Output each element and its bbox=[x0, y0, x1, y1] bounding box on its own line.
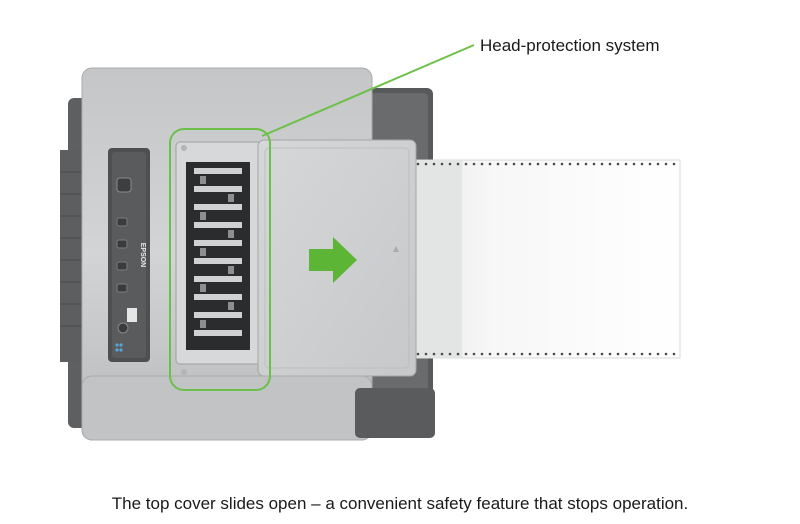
sprocket-hole bbox=[656, 352, 660, 356]
printer-front-edge bbox=[81, 375, 373, 441]
sprocket-hole bbox=[576, 162, 580, 166]
continuous-paper bbox=[411, 159, 681, 359]
sprocket-hole bbox=[416, 162, 420, 166]
sprocket-hole bbox=[648, 162, 652, 166]
sprocket-hole bbox=[632, 352, 636, 356]
sprocket-hole bbox=[616, 162, 620, 166]
sprocket-hole bbox=[560, 352, 564, 356]
sprocket-hole bbox=[480, 162, 484, 166]
sprocket-hole bbox=[528, 352, 532, 356]
sprocket-hole bbox=[456, 352, 460, 356]
sprocket-hole bbox=[424, 162, 428, 166]
sprocket-hole bbox=[416, 352, 420, 356]
warning-triangle-icon bbox=[393, 246, 399, 252]
sprocket-hole bbox=[632, 162, 636, 166]
pause-button[interactable] bbox=[116, 217, 128, 227]
callout-label: Head-protection system bbox=[480, 36, 660, 55]
sprocket-hole bbox=[512, 352, 516, 356]
sprocket-hole bbox=[544, 352, 548, 356]
sprocket-hole bbox=[480, 352, 484, 356]
sprocket-hole bbox=[608, 162, 612, 166]
sprocket-hole bbox=[608, 352, 612, 356]
sprocket-hole bbox=[664, 352, 668, 356]
sprocket-hole bbox=[488, 162, 492, 166]
sprocket-hole bbox=[488, 352, 492, 356]
callout-leader-line bbox=[261, 44, 475, 137]
sprocket-hole bbox=[568, 162, 572, 166]
micro-adjust-knob[interactable] bbox=[117, 322, 129, 334]
sprocket-hole bbox=[568, 352, 572, 356]
sprocket-hole bbox=[672, 352, 676, 356]
sprocket-hole bbox=[464, 352, 468, 356]
sprocket-hole bbox=[592, 162, 596, 166]
sprocket-hole bbox=[528, 162, 532, 166]
control-panel: EPSON bbox=[108, 148, 150, 362]
sprocket-hole bbox=[560, 162, 564, 166]
sprocket-hole bbox=[672, 162, 676, 166]
sprocket-hole bbox=[472, 352, 476, 356]
sprocket-hole bbox=[544, 162, 548, 166]
sprocket-hole bbox=[584, 352, 588, 356]
sprocket-hole bbox=[624, 352, 628, 356]
print-head-bay bbox=[175, 141, 269, 375]
caption: The top cover slides open – a convenient… bbox=[111, 494, 689, 513]
sprocket-hole bbox=[600, 162, 604, 166]
sprocket-hole bbox=[440, 352, 444, 356]
print-mechanism bbox=[194, 168, 242, 336]
sprocket-hole bbox=[624, 162, 628, 166]
sprocket-hole bbox=[552, 352, 556, 356]
sprocket-hole bbox=[592, 352, 596, 356]
brand-logo: EPSON bbox=[139, 243, 146, 268]
tear-off-button[interactable] bbox=[116, 239, 128, 249]
sprocket-hole bbox=[600, 352, 604, 356]
sprocket-hole bbox=[448, 162, 452, 166]
sprocket-hole bbox=[424, 352, 428, 356]
sprocket-hole bbox=[472, 162, 476, 166]
sprocket-hole bbox=[440, 162, 444, 166]
sprocket-hole bbox=[496, 352, 500, 356]
lf-ff-button[interactable] bbox=[116, 261, 128, 271]
sprocket-hole bbox=[456, 162, 460, 166]
sprocket-hole bbox=[520, 162, 524, 166]
sprocket-hole bbox=[656, 162, 660, 166]
sprocket-hole bbox=[504, 162, 508, 166]
head-protection-highlight bbox=[169, 128, 271, 391]
sprocket-hole bbox=[640, 162, 644, 166]
load-eject-button[interactable] bbox=[116, 283, 128, 293]
sprocket-hole bbox=[432, 352, 436, 356]
sprocket-hole bbox=[520, 352, 524, 356]
sprocket-hole bbox=[648, 352, 652, 356]
sprocket-hole bbox=[464, 162, 468, 166]
power-button[interactable] bbox=[116, 177, 132, 193]
sprocket-hole bbox=[448, 352, 452, 356]
sprocket-hole bbox=[552, 162, 556, 166]
sprocket-hole bbox=[640, 352, 644, 356]
sprocket-hole bbox=[512, 162, 516, 166]
sprocket-hole bbox=[576, 352, 580, 356]
right-arrow-icon bbox=[309, 237, 357, 283]
sprocket-hole bbox=[616, 352, 620, 356]
sprocket-hole bbox=[432, 162, 436, 166]
sprocket-hole bbox=[504, 352, 508, 356]
sprocket-hole bbox=[584, 162, 588, 166]
sprocket-hole bbox=[536, 352, 540, 356]
sprocket-hole bbox=[664, 162, 668, 166]
sprocket-hole bbox=[496, 162, 500, 166]
sprocket-hole bbox=[536, 162, 540, 166]
